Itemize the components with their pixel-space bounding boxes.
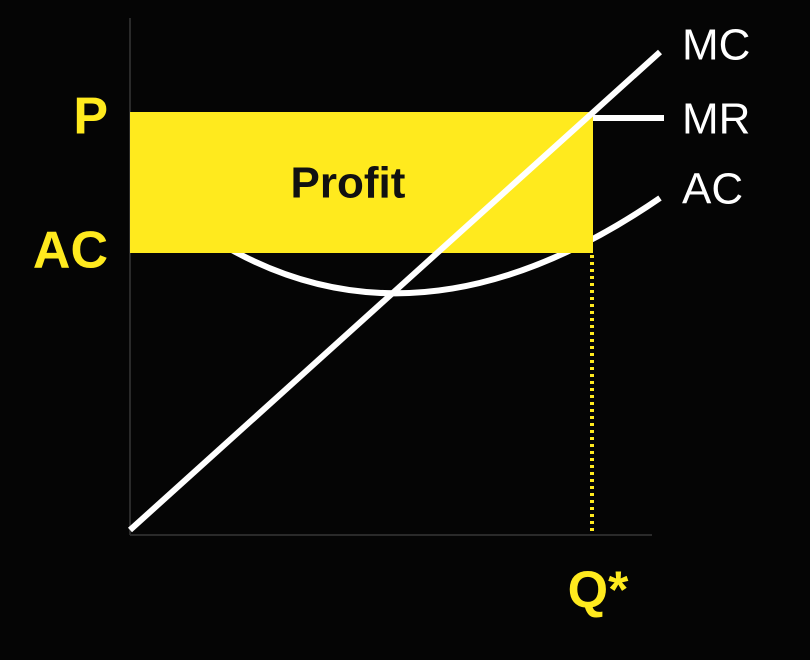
quantity-label: Q*	[568, 562, 629, 620]
price-label: P	[73, 88, 108, 146]
mc-curve-label: MC	[682, 21, 750, 70]
mr-line-label: MR	[682, 95, 750, 144]
ac-curve-label: AC	[682, 165, 743, 214]
mc-curve	[127, 49, 663, 533]
average-cost-label: AC	[33, 222, 108, 280]
profit-label: Profit	[291, 159, 406, 208]
